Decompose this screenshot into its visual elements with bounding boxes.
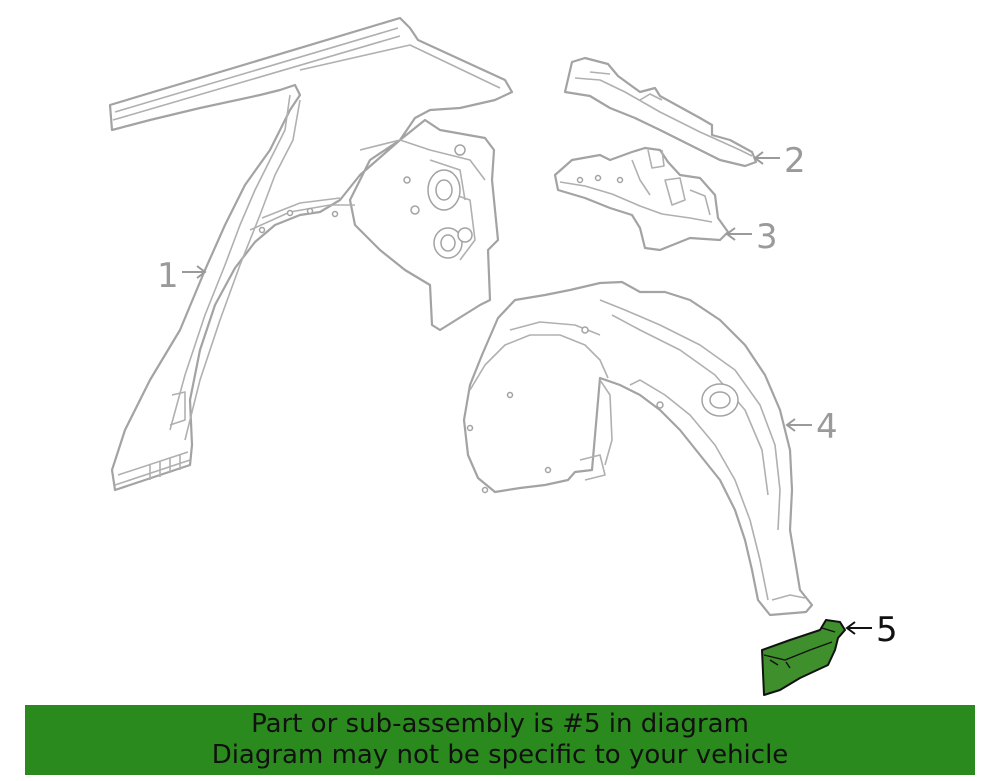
- callout-1-number: 1: [157, 256, 179, 296]
- part-4-wheelhouse-liner: [462, 280, 814, 617]
- info-banner: Part or sub-assembly is #5 in diagram Di…: [25, 705, 975, 775]
- callout-4-number: 4: [816, 407, 838, 447]
- parts-diagram: 1 2 3 4 5: [108, 16, 898, 696]
- callout-3: 3: [725, 217, 778, 257]
- banner-line-1: Part or sub-assembly is #5 in diagram: [251, 709, 749, 739]
- callout-5: 5: [845, 610, 898, 650]
- part-5-highlighted: [761, 619, 846, 696]
- part-1-quarter-panel: [108, 16, 514, 492]
- part-2-rail: [563, 56, 758, 168]
- callout-2: 2: [753, 141, 806, 181]
- callout-2-number: 2: [784, 141, 806, 181]
- part-3-bracket: [553, 146, 730, 252]
- callout-5-number: 5: [876, 610, 898, 650]
- banner-line-2: Diagram may not be specific to your vehi…: [211, 740, 789, 770]
- callout-1: 1: [157, 256, 207, 296]
- callout-4: 4: [785, 407, 838, 447]
- callout-3-number: 3: [756, 217, 778, 257]
